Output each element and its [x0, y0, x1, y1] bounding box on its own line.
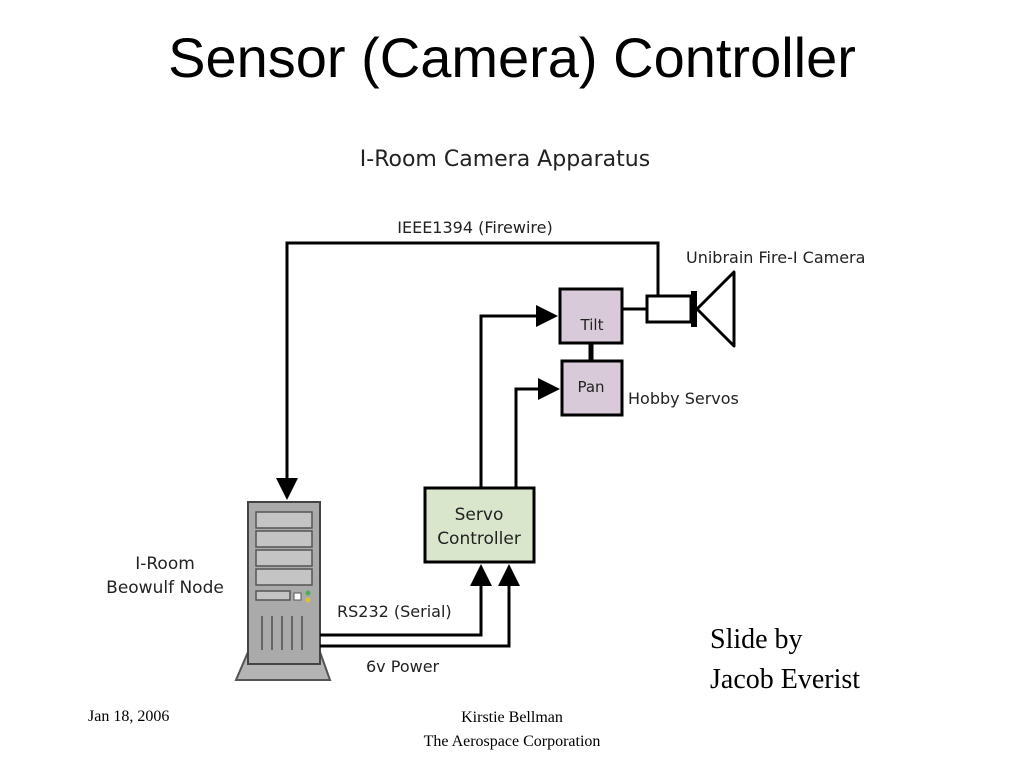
servo-controller: Servo Controller [423, 486, 536, 564]
firewire-connection [285, 241, 660, 480]
firewire-label: IEEE1394 (Firewire) [397, 218, 553, 237]
tilt-control-arrow [536, 305, 558, 327]
credit-line1: Slide by [710, 624, 803, 655]
pan-control-line [514, 387, 540, 488]
power-label: 6v Power [366, 657, 440, 676]
hobby-servos-label: Hobby Servos [628, 389, 739, 408]
pan-servo: Pan [560, 359, 624, 417]
diagram-heading: I-Room Camera Apparatus [360, 147, 650, 172]
camera-label: Unibrain Fire-I Camera [686, 248, 865, 267]
footer-author: Kirstie Bellman [461, 709, 563, 726]
serial-arrow [470, 564, 492, 586]
tilt-label: Tilt [580, 316, 604, 334]
pan-control-arrow [538, 378, 560, 400]
serial-label: RS232 (Serial) [337, 602, 452, 621]
serial-connection [320, 584, 483, 637]
credit-line2: Jacob Everist [710, 664, 861, 695]
slide-title: Sensor (Camera) Controller [168, 26, 856, 89]
power-connection [320, 584, 511, 648]
tilt-servo: Tilt [558, 287, 624, 345]
node-label-line2: Beowulf Node [106, 578, 224, 598]
computer-tower-icon [234, 501, 332, 681]
servo-controller-line2: Controller [437, 529, 521, 549]
pan-label: Pan [577, 378, 604, 396]
footer-organization: The Aerospace Corporation [423, 733, 601, 750]
footer-date: Jan 18, 2006 [88, 708, 170, 725]
firewire-arrow [276, 478, 298, 500]
footer-center: Kirstie Bellman The Aerospace Corporatio… [312, 706, 712, 754]
servo-controller-line1: Servo [455, 505, 504, 525]
power-arrow [498, 564, 520, 586]
tilt-control-line [479, 314, 538, 488]
node-label-line1: I-Room [135, 554, 195, 574]
slide-credit: Slide by Jacob Everist [710, 620, 860, 700]
